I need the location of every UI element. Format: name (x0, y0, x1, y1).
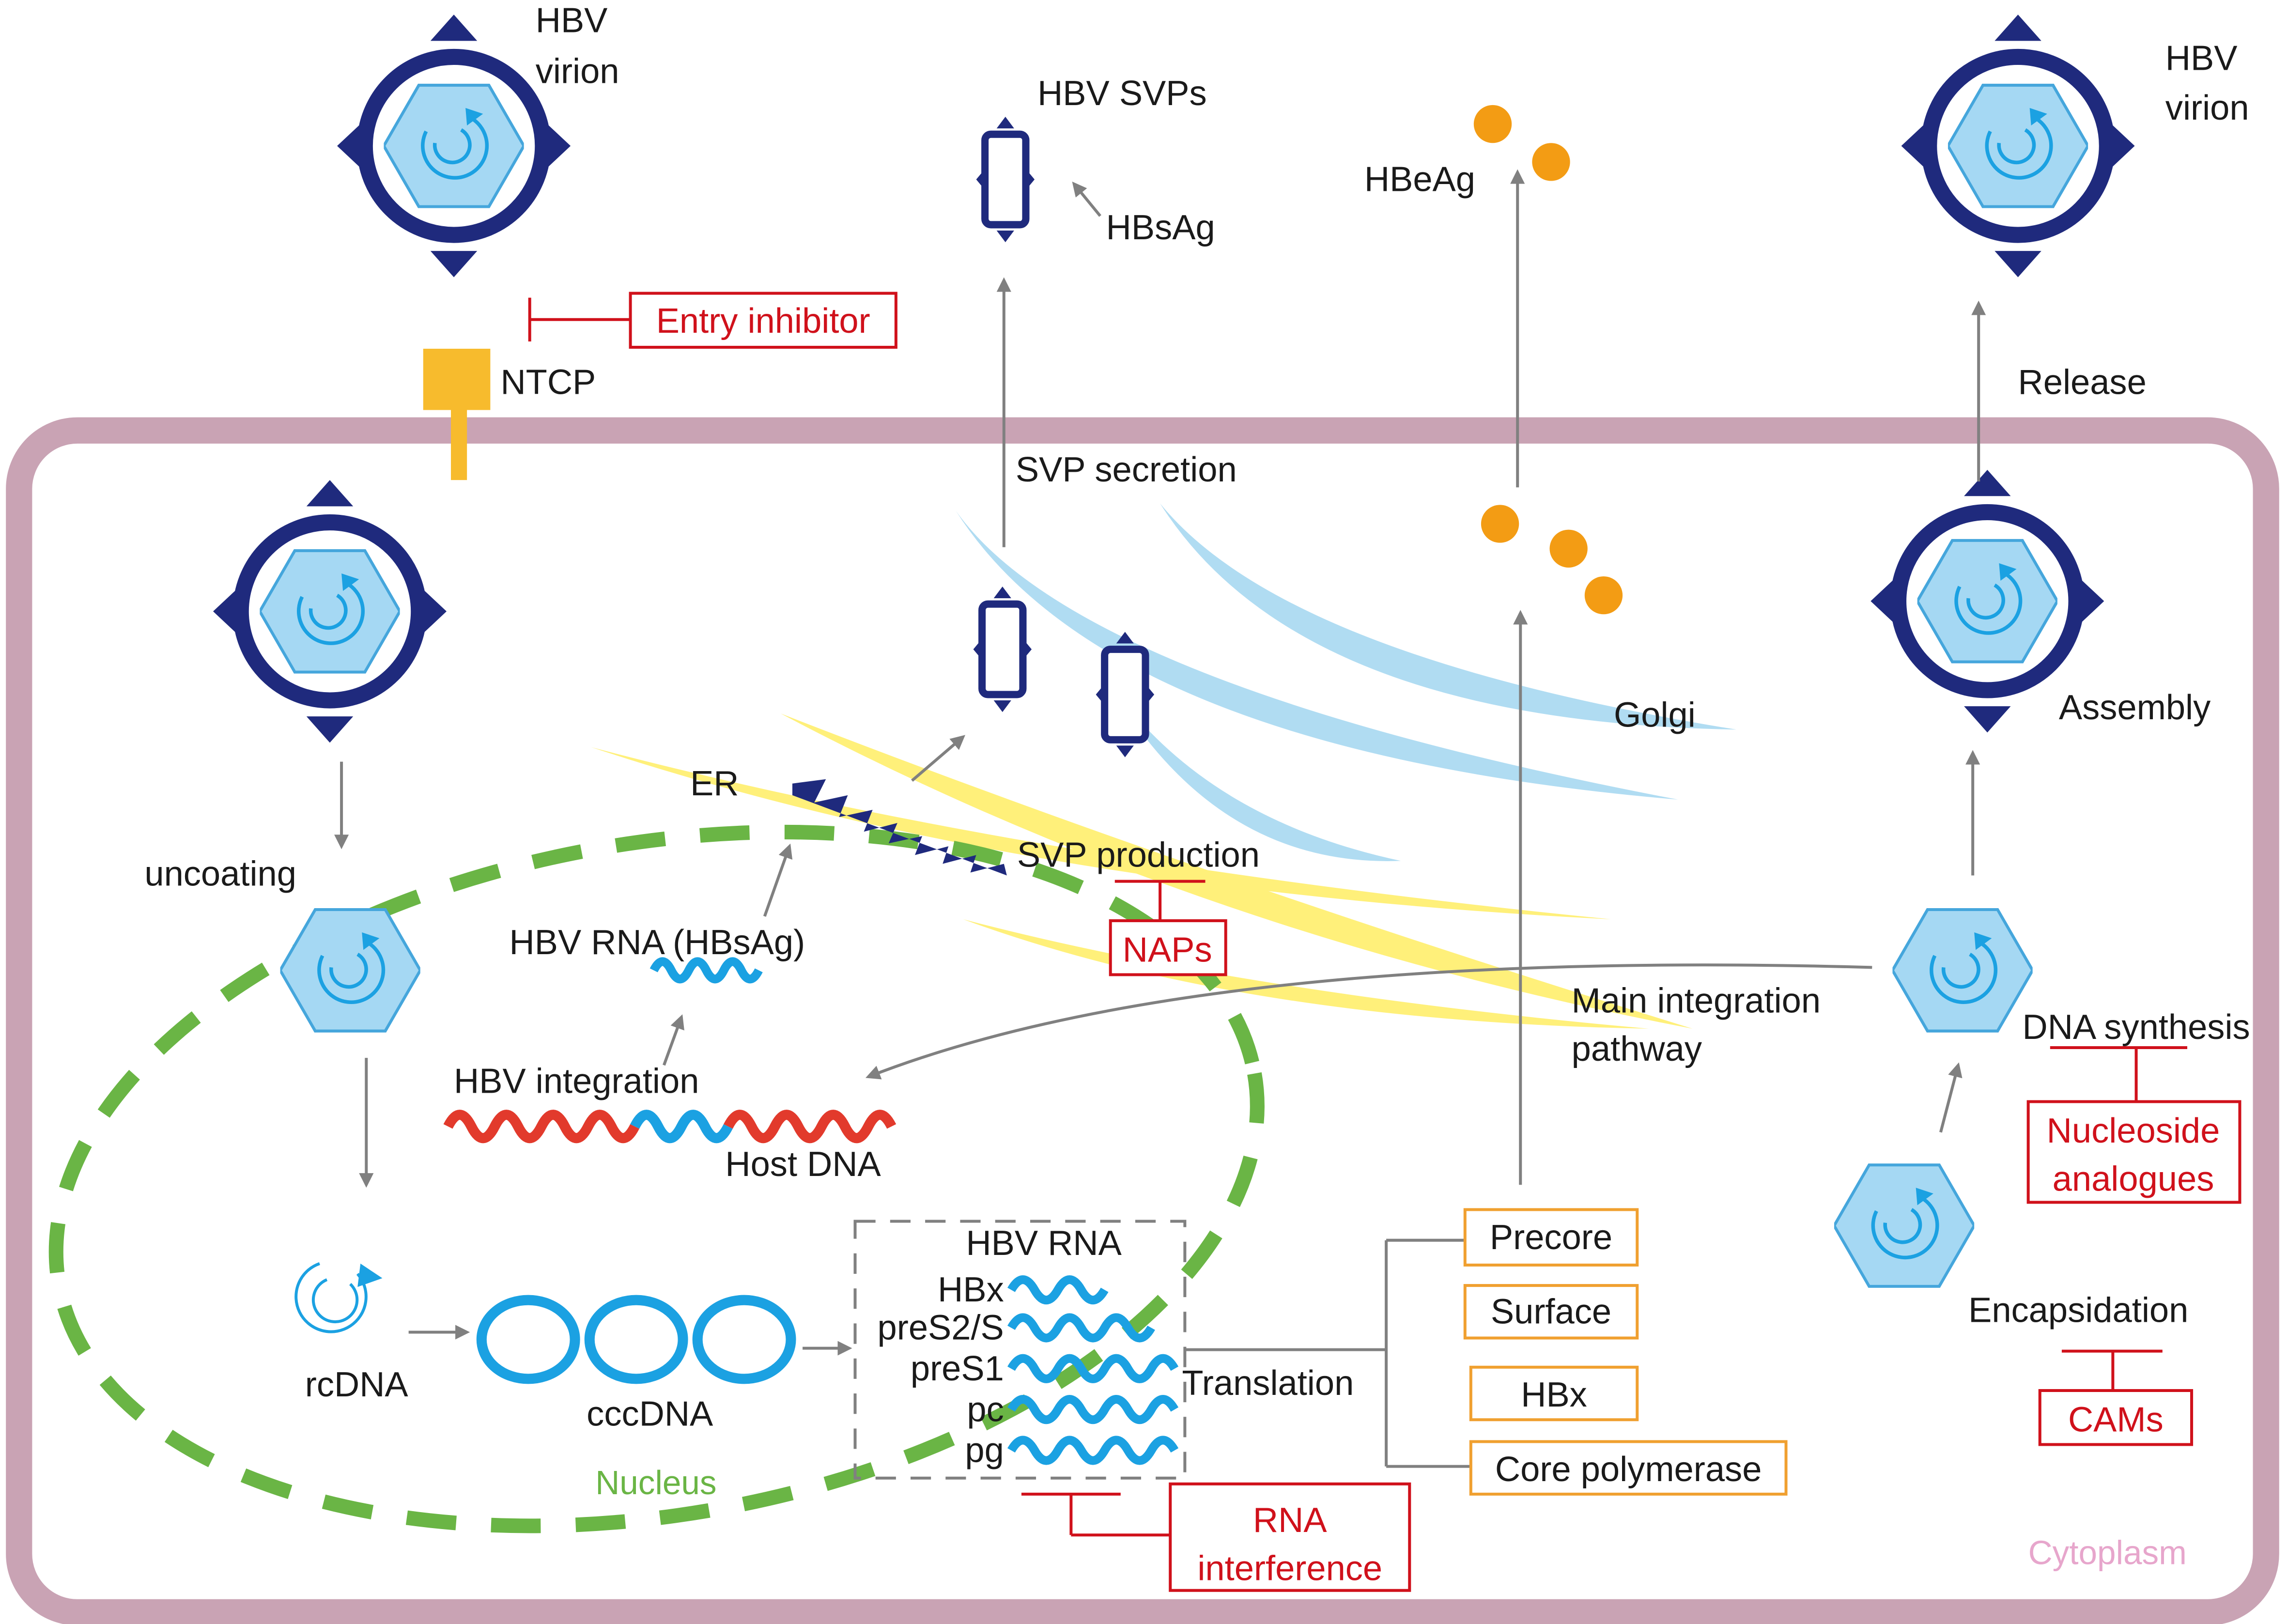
cccdna-icon (476, 1295, 796, 1384)
nucleoside-analogues-label-line1: Nucleoside (2047, 1112, 2220, 1150)
host-dna-integrated-wave (443, 1110, 897, 1144)
rna-interference-label-line2: interference (1197, 1549, 1382, 1588)
ntcp-receptor (423, 349, 491, 480)
hbeag-particles-icon (1473, 105, 1623, 615)
svp-cytoplasm-1-icon (974, 587, 1032, 712)
protein-box-core-polymerase (1469, 1440, 1788, 1496)
hbsag-spikes-icon (792, 779, 1007, 876)
cccdna-label: cccDNA (587, 1394, 713, 1433)
naps-box (1109, 919, 1227, 976)
main-integration-pathway-label-line1: Main integration (1572, 982, 1821, 1021)
translation-label: Translation (1182, 1364, 1354, 1403)
cams-label: CAMs (2068, 1400, 2164, 1439)
protein-hbx-label: HBx (1521, 1376, 1587, 1414)
cams-box (2038, 1389, 2194, 1446)
hbv-integration-label: HBV integration (454, 1062, 699, 1100)
release-label: Release (2018, 363, 2147, 402)
svp-production-label: SVP production (1017, 835, 1260, 874)
golgi-label: Golgi (1614, 696, 1696, 734)
nucleus-envelope (48, 824, 1265, 1533)
svp-secretion-label: SVP secretion (1016, 450, 1237, 489)
protein-surface-label: Surface (1491, 1292, 1611, 1331)
virion-left-label-line1: HBV (536, 1, 608, 40)
hbeag-label: HBeAg (1364, 160, 1475, 199)
hbv-rna-hbsag-wave (649, 957, 763, 984)
protein-box-surface (1463, 1284, 1639, 1340)
process-arrows (334, 169, 1986, 1356)
rna-species-pg-label: pg (965, 1431, 1004, 1470)
rcdna-label: rcDNA (305, 1365, 409, 1404)
virion-extracellular-right-icon (1902, 15, 2135, 277)
protein-core-polymerase-label: Core polymerase (1495, 1450, 1762, 1489)
assembly-label: Assembly (2059, 688, 2211, 727)
hbv-rna-species-waves (1007, 1275, 1179, 1465)
rna-species-pc-label: pc (967, 1390, 1004, 1429)
main-integration-pathway-label-line2: pathway (1572, 1030, 1702, 1068)
rcdna-icon (294, 1262, 383, 1333)
hbv-rna-hbsag-label: HBV RNA (HBsAg) (510, 923, 805, 962)
nucleoside-analogues-box (2026, 1100, 2242, 1204)
rna-species-pres2s-label: preS2/S (878, 1309, 1004, 1347)
entry-inhibitor-label: Entry inhibitor (656, 302, 870, 340)
nucleus-label: Nucleus (595, 1464, 716, 1501)
svp-cytoplasm-2-icon (1096, 632, 1155, 757)
virion-left-label-line2: virion (536, 52, 619, 91)
translation-bracket (1185, 1238, 1471, 1468)
cytoplasm-label: Cytoplasm (2028, 1533, 2187, 1571)
uncoating-label: uncoating (144, 855, 296, 894)
encapsidation-label: Encapsidation (1968, 1291, 2188, 1330)
rna-interference-box (1169, 1482, 1411, 1592)
rna-species-hbx-label: HBx (938, 1270, 1004, 1309)
virion-right-label-line1: HBV (2165, 39, 2238, 78)
protein-precore-label: Precore (1490, 1218, 1612, 1257)
nucleoside-analogues-label-line2: analogues (2053, 1160, 2214, 1198)
ntcp-label: NTCP (500, 363, 596, 402)
inhibition-bars (528, 297, 2187, 1537)
entry-inhibitor-box (629, 292, 897, 349)
virion-right-label-line2: virion (2165, 89, 2249, 127)
svp-extracellular-icon (976, 117, 1035, 242)
hbv-rna-box-title: HBV RNA (966, 1224, 1122, 1263)
rna-interference-label-line1: RNA (1253, 1501, 1327, 1540)
host-dna-label: Host DNA (725, 1145, 881, 1184)
protein-box-hbx (1469, 1365, 1639, 1422)
naps-label: NAPs (1123, 930, 1212, 969)
svps-title: HBV SVPs (1037, 74, 1207, 113)
rna-species-pres1-label: preS1 (911, 1349, 1004, 1388)
er-label: ER (690, 764, 739, 803)
dna-synthesis-label: DNA synthesis (2023, 1008, 2250, 1047)
hbsag-label: HBsAg (1106, 208, 1215, 247)
protein-box-precore (1463, 1208, 1639, 1267)
golgi-apparatus (956, 503, 1737, 861)
